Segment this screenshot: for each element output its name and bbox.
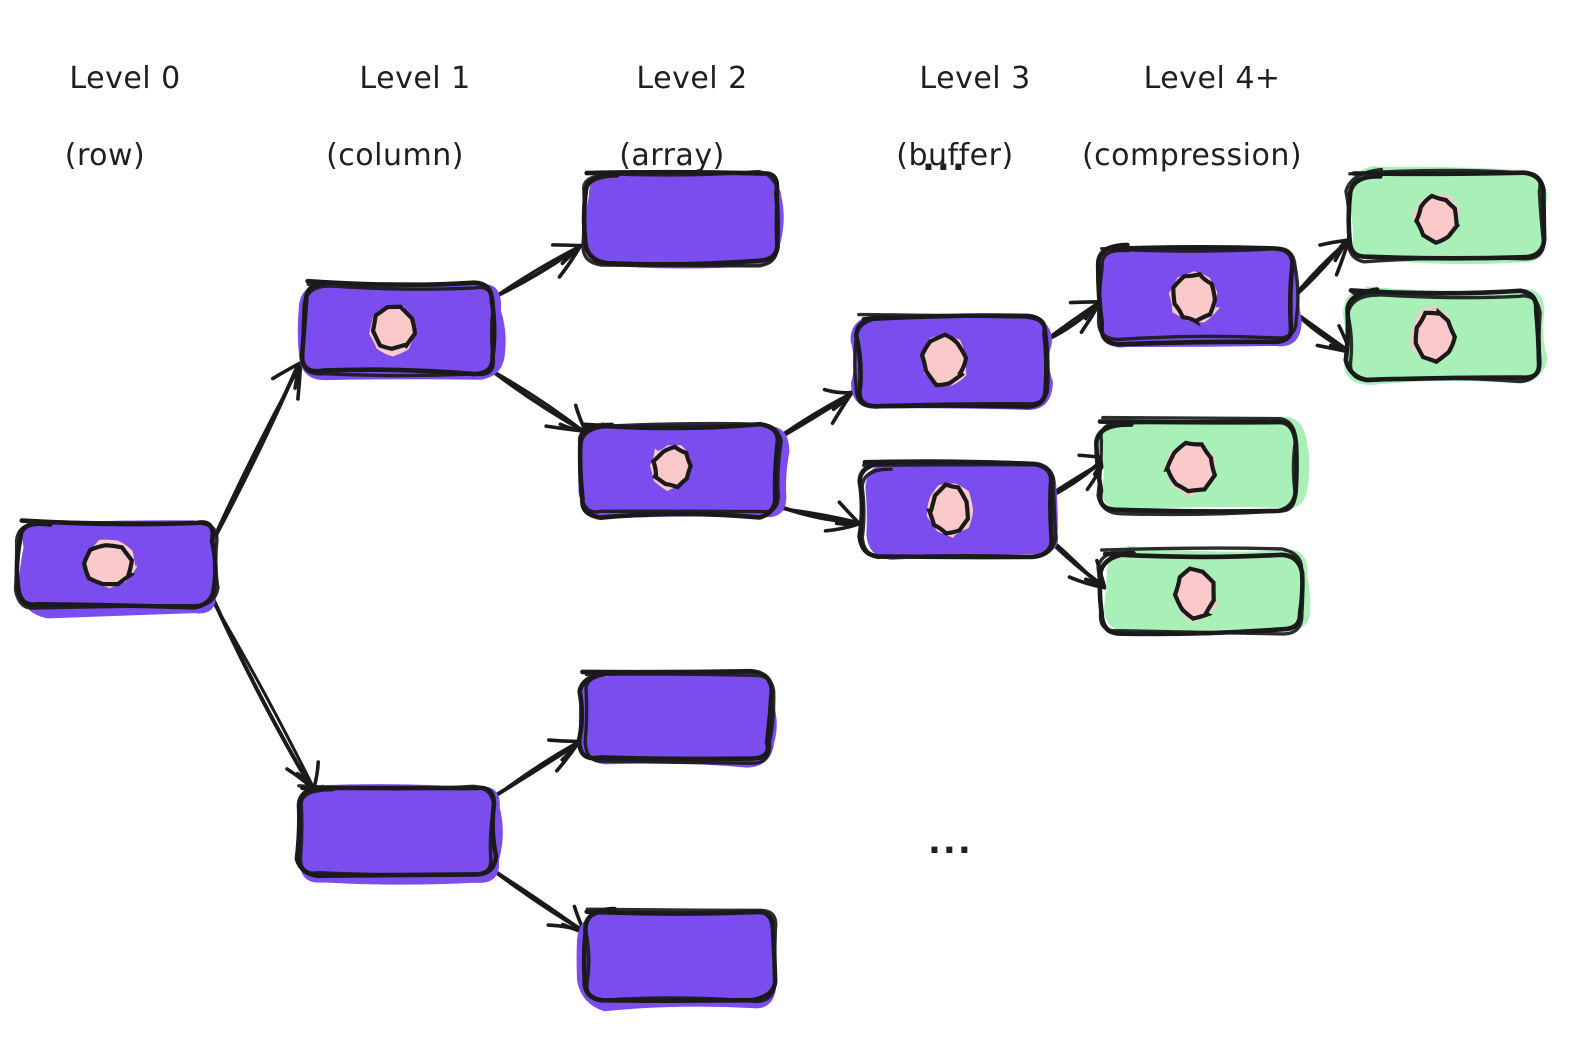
arrowhead-stroke [1333, 238, 1350, 263]
edge-buffer-top-to-comp-1 [1045, 299, 1102, 341]
edge-shaft [1045, 302, 1099, 341]
node-outline [581, 169, 780, 268]
column-header-level-3-sublabel: (buffer) [896, 138, 1014, 174]
arrowhead-stroke [837, 500, 861, 526]
column-header-level-2-label: Level 2 [636, 61, 748, 97]
node-outline [578, 421, 783, 514]
node-fill [578, 670, 777, 768]
node-outline [300, 282, 496, 378]
node-outline [1096, 246, 1300, 342]
column-header-level-2: Level 2 (array) [522, 22, 822, 252]
node-dot-outline [1171, 271, 1218, 327]
node-dot-outline [1172, 566, 1216, 621]
node-outline [13, 519, 220, 610]
node-outline [576, 668, 775, 762]
edge-shaft [778, 392, 851, 438]
row-node[interactable] [13, 518, 220, 619]
node-dot-outline [370, 304, 418, 351]
edge-array-2-to-buffer-top [777, 387, 855, 440]
node-outline [1096, 546, 1305, 636]
buffer-node-bottom[interactable] [857, 459, 1059, 560]
column-header-level-4-label: Level 4+ [1143, 61, 1281, 97]
edge-shaft [493, 370, 585, 433]
arrowhead-stroke [271, 361, 302, 381]
column-header-level-0-sublabel: (row) [64, 138, 146, 174]
edge-shaft [208, 595, 316, 790]
array-node-4[interactable] [576, 906, 778, 1012]
nodes-layer [13, 165, 1548, 1012]
compression-node-4[interactable] [1094, 415, 1310, 517]
column-header-level-1-label: Level 1 [359, 61, 471, 97]
node-outline [297, 784, 496, 877]
node-outline [853, 312, 1050, 408]
edge-column-bottom-to-array-4 [492, 868, 587, 935]
node-dot-outline [926, 482, 971, 536]
array-node-3[interactable] [576, 668, 777, 768]
column-header-level-3-label: Level 3 [919, 61, 1031, 97]
edge-comp-1-to-comp-3 [1290, 307, 1353, 355]
edge-column-top-to-array-1 [496, 243, 583, 297]
buffer-node-top[interactable] [850, 312, 1053, 410]
column-node-bottom[interactable] [294, 784, 503, 885]
compression-node-5[interactable] [1096, 545, 1311, 637]
edge-column-bottom-to-array-3 [490, 738, 581, 800]
arrowhead-stroke [547, 738, 580, 744]
edge-shaft [493, 742, 577, 799]
ellipsis-top: ... [922, 139, 967, 179]
column-node-top[interactable] [297, 278, 506, 381]
edge-shaft [777, 506, 861, 525]
node-dot-outline [81, 543, 136, 587]
arrowhead-stroke [831, 390, 855, 412]
node-outline [1346, 291, 1542, 384]
column-header-level-4: Level 4+ (compression) [1042, 22, 1342, 252]
node-outline [1096, 415, 1298, 517]
column-header-level-4-sublabel: (compression) [1081, 138, 1303, 174]
ellipsis-bottom: ... [928, 822, 973, 862]
node-outline [1343, 287, 1542, 383]
edge-shaft [212, 363, 302, 540]
compression-node-1[interactable] [1095, 242, 1302, 348]
array-node-2[interactable] [577, 421, 790, 520]
arrowhead-stroke [1068, 299, 1101, 305]
edge-array-2-to-buffer-bottom [777, 500, 863, 533]
column-header-level-2-sublabel: (array) [619, 138, 725, 174]
column-header-level-1-sublabel: (column) [326, 138, 464, 174]
node-outline [860, 463, 1058, 560]
node-fill [299, 784, 503, 885]
edge-shaft [493, 869, 586, 934]
compression-node-3[interactable] [1343, 286, 1548, 386]
edge-shaft [497, 244, 582, 296]
node-outline [583, 907, 778, 1004]
node-dot-outline [919, 332, 969, 388]
edge-column-top-to-array-2 [493, 370, 588, 434]
node-fill [576, 911, 777, 1012]
node-outline [1344, 167, 1546, 264]
edge-row-to-column-bottom [208, 595, 321, 792]
arrowhead-stroke [822, 387, 854, 395]
column-header-level-1: Level 1 (column) [245, 22, 545, 252]
node-dot-outline [1413, 307, 1458, 365]
arrowhead-stroke [1083, 577, 1107, 590]
array-node-1[interactable] [581, 169, 784, 269]
edge-buffer-bottom-to-comp-5 [1050, 539, 1107, 590]
node-dot-outline [1413, 193, 1461, 245]
compression-node-2[interactable] [1344, 165, 1548, 265]
node-dot-outline [650, 444, 693, 490]
edge-row-to-column-top [211, 361, 303, 543]
node-dot-outline [1163, 440, 1218, 494]
node-outline [583, 671, 776, 765]
arrowhead-stroke [834, 521, 863, 527]
column-header-level-3: Level 3 (buffer) [805, 22, 1105, 252]
arrowhead-stroke [560, 243, 582, 266]
arrowhead-stroke [293, 363, 302, 390]
column-header-level-0: Level 0 (row) [0, 22, 255, 252]
column-header-level-0-label: Level 0 [69, 61, 181, 97]
